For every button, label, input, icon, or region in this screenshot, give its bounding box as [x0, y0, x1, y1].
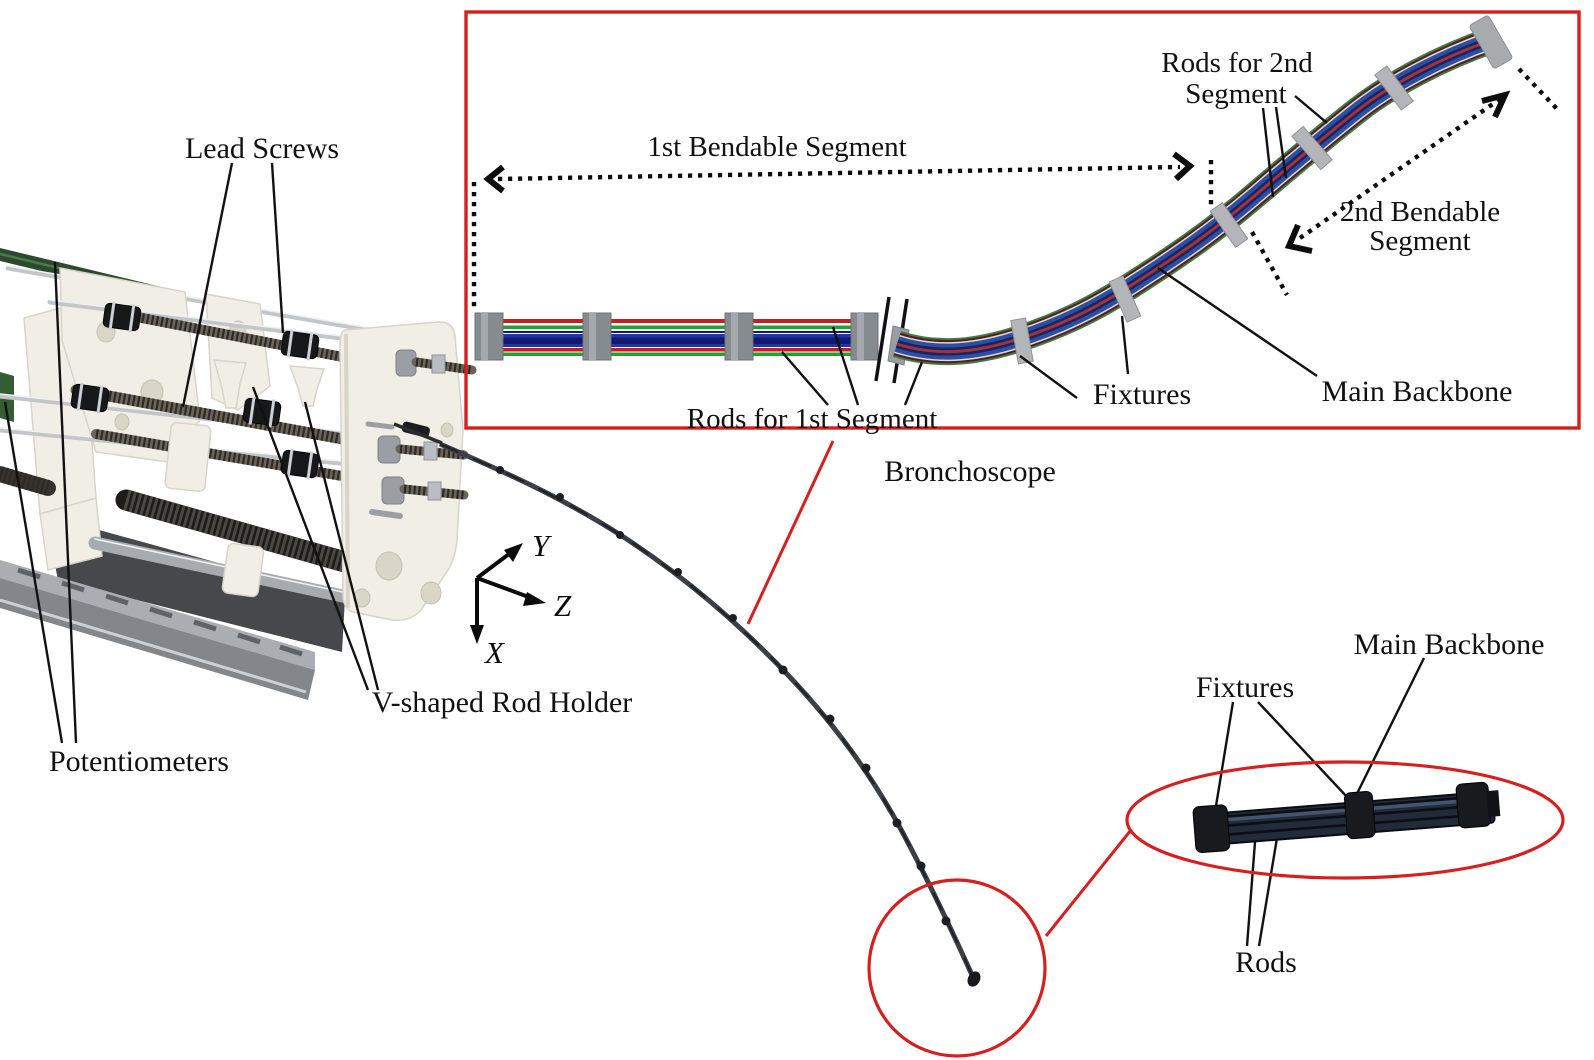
front-screws: [365, 349, 477, 519]
inset-fixtures-label: Fixtures: [1196, 671, 1294, 704]
red-callouts: [746, 440, 1565, 1058]
segment1-label: 1st Bendable Segment: [647, 131, 906, 163]
rods2-label-line1: Rods for 2nd: [1161, 47, 1313, 79]
tip-inset-photo: [1192, 781, 1501, 854]
rods2-leader-1: [1261, 107, 1275, 198]
bronchoscope-leader: [746, 440, 835, 625]
rods1-label: Rods for 1st Segment: [687, 403, 938, 435]
leader-lines: [3, 95, 1426, 947]
fixtures-box-leader-2: [1120, 315, 1130, 375]
cable-fixture-rings: [496, 466, 951, 926]
axis-x-label: X: [483, 635, 505, 670]
seg1-arrow-left: [483, 164, 505, 194]
lead-screws-label: Lead Screws: [185, 132, 339, 165]
potentiometers-label: Potentiometers: [49, 745, 229, 778]
zoom-link-line: [1044, 829, 1133, 937]
seg2-distal-tick: [1517, 67, 1562, 114]
bronchoscope-connector: [393, 421, 443, 445]
segment2-label-line2: Segment: [1369, 225, 1471, 257]
inset-fixtures-leader-1: [1214, 701, 1235, 807]
v-rod-holder-label: V-shaped Rod Holder: [372, 686, 633, 719]
lead-screws-leader-2: [270, 162, 285, 334]
fixtures-box-label: Fixtures: [1093, 378, 1191, 411]
bronchoscope-photo: [393, 421, 981, 987]
inset-backbone-label: Main Backbone: [1354, 628, 1545, 661]
distal-end-cap: [1469, 15, 1513, 69]
inset-fixture-collars: [1192, 781, 1492, 854]
bronchoscope-tip: [967, 971, 981, 987]
backbone-box-leader: [1157, 267, 1318, 377]
potentiometers-leader-1: [3, 401, 64, 744]
tip-zoom-circle: [867, 878, 1047, 1058]
inset-rods-label: Rods: [1235, 946, 1297, 979]
axis-z-label: Z: [554, 588, 572, 623]
lead-nut-clamps: [164, 421, 265, 598]
seg2-measure-line: [1298, 97, 1502, 240]
schematic-box: [464, 10, 1581, 430]
segment-measures: [471, 67, 1562, 312]
front-plate: [339, 321, 477, 622]
straight-tube-fixtures: [474, 312, 879, 361]
inset-rods-leader-2: [1257, 837, 1279, 947]
seg1-measure-line: [497, 164, 1181, 182]
potentiometers-leader-2: [53, 261, 78, 744]
backbone-box-label: Main Backbone: [1322, 375, 1513, 408]
rods1-leader-1: [781, 351, 829, 406]
seg2-proximal-tick: [1250, 230, 1289, 297]
rods1-leader-3: [903, 361, 924, 406]
seg2-arrow-lower: [1284, 223, 1313, 254]
inset-tip-cap: [1486, 790, 1501, 817]
v-holder-leader-1: [251, 386, 370, 691]
rods2-leader-3: [1294, 95, 1328, 124]
rods2-label-line2: Segment: [1185, 78, 1287, 110]
bronchoscope-label: Bronchoscope: [884, 455, 1056, 488]
tip-zoom-ellipse: [1125, 760, 1565, 880]
actuation-unit-photo: [0, 248, 477, 700]
segment2-label-line1: 2nd Bendable: [1340, 196, 1500, 228]
schematic-straight-tube: [474, 312, 879, 361]
v-holder-leader-2: [303, 401, 380, 691]
lead-screws-leader-1: [181, 162, 234, 408]
rods1-leader-2: [831, 326, 860, 406]
curved-tube-fixtures: [1010, 15, 1513, 365]
rods2-leader-2: [1274, 106, 1288, 179]
coordinate-axes: [470, 543, 546, 644]
couplers: [70, 301, 320, 480]
axis-y-label: Y: [532, 528, 552, 563]
v-shaped-rod-holders: [212, 359, 326, 409]
fixtures-box-leader-1: [1019, 355, 1078, 399]
schematic-curved-tube: [887, 15, 1513, 366]
seg1-arrow-right: [1172, 151, 1195, 182]
inset-fixtures-leader-2: [1257, 701, 1349, 799]
seg2-arrow-upper: [1481, 90, 1511, 119]
